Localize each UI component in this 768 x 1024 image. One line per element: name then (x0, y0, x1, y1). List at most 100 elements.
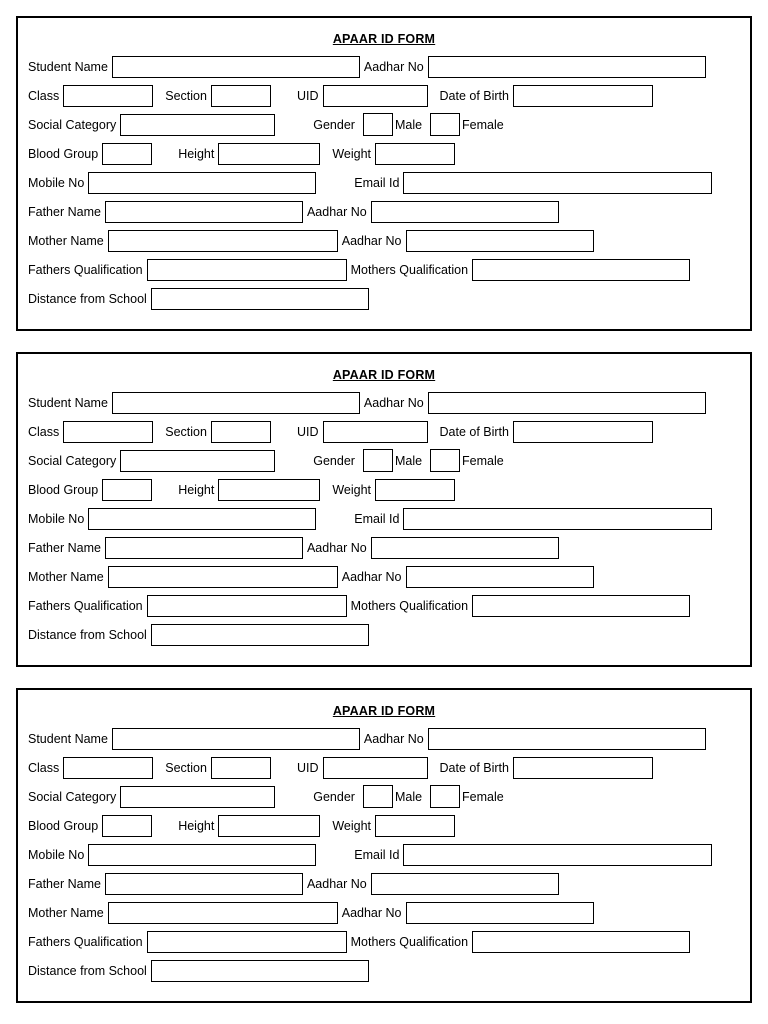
field-height[interactable] (218, 814, 321, 837)
field-student-name[interactable] (111, 727, 360, 750)
field-father-name[interactable] (104, 200, 303, 223)
field-uid[interactable] (322, 84, 428, 107)
checkbox-gender-female[interactable] (430, 785, 461, 808)
field-class[interactable] (63, 756, 154, 779)
field-mobile-no[interactable] (88, 843, 317, 866)
label-height: Height (178, 482, 215, 497)
field-student-name[interactable] (111, 55, 360, 78)
row-social-category-gender: Social Category Gender Male Female (28, 446, 740, 475)
field-mother-aadhar-no[interactable] (405, 565, 594, 588)
label-distance-from-school: Distance from School (28, 291, 147, 306)
label-father-aadhar-no: Aadhar No (306, 204, 367, 219)
label-father-name: Father Name (28, 876, 101, 891)
label-male: Male (394, 453, 423, 468)
field-email-id[interactable] (403, 171, 713, 194)
label-class: Class (28, 88, 60, 103)
field-mother-name[interactable] (107, 565, 338, 588)
row-distance-from-school: Distance from School (28, 284, 740, 313)
label-male: Male (394, 117, 423, 132)
field-mother-aadhar-no[interactable] (405, 229, 594, 252)
field-blood-group[interactable] (102, 142, 153, 165)
field-weight[interactable] (375, 814, 456, 837)
field-blood-group[interactable] (102, 478, 153, 501)
label-mother-name: Mother Name (28, 905, 104, 920)
page-title: APAAR ID FORM (332, 704, 436, 718)
field-mothers-qualification[interactable] (472, 594, 691, 617)
apaar-form-copy-3: APAAR ID FORM Student Name Aadhar No Cla… (16, 688, 752, 1003)
label-uid: UID (296, 424, 319, 439)
field-fathers-qualification[interactable] (146, 258, 347, 281)
checkbox-gender-male[interactable] (362, 449, 393, 472)
field-weight[interactable] (375, 142, 456, 165)
row-mother-name: Mother Name Aadhar No (28, 226, 740, 255)
field-mobile-no[interactable] (88, 171, 317, 194)
field-social-category[interactable] (120, 785, 276, 808)
field-mother-aadhar-no[interactable] (405, 901, 594, 924)
field-fathers-qualification[interactable] (146, 930, 347, 953)
label-female: Female (462, 117, 504, 132)
field-distance-from-school[interactable] (150, 287, 369, 310)
label-fathers-qualification: Fathers Qualification (28, 934, 143, 949)
field-class[interactable] (63, 420, 154, 443)
field-father-aadhar-no[interactable] (370, 536, 559, 559)
field-father-aadhar-no[interactable] (370, 200, 559, 223)
checkbox-gender-male[interactable] (362, 785, 393, 808)
field-social-category[interactable] (120, 449, 276, 472)
label-uid: UID (296, 88, 319, 103)
checkbox-gender-male[interactable] (362, 113, 393, 136)
field-mothers-qualification[interactable] (472, 258, 691, 281)
field-father-aadhar-no[interactable] (370, 872, 559, 895)
field-distance-from-school[interactable] (150, 959, 369, 982)
row-class-section-uid-dob: Class Section UID Date of Birth (28, 81, 740, 110)
field-father-name[interactable] (104, 872, 303, 895)
field-uid[interactable] (322, 420, 428, 443)
row-blood-height-weight: Blood Group Height Weight (28, 811, 740, 840)
field-class[interactable] (63, 84, 154, 107)
row-social-category-gender: Social Category Gender Male Female (28, 782, 740, 811)
field-aadhar-no[interactable] (427, 391, 706, 414)
field-section[interactable] (210, 756, 271, 779)
label-student-name: Student Name (28, 731, 108, 746)
field-blood-group[interactable] (102, 814, 153, 837)
field-mobile-no[interactable] (88, 507, 317, 530)
field-social-category[interactable] (120, 113, 276, 136)
field-fathers-qualification[interactable] (146, 594, 347, 617)
label-mothers-qualification: Mothers Qualification (350, 262, 469, 277)
label-father-name: Father Name (28, 204, 101, 219)
field-section[interactable] (210, 420, 271, 443)
field-aadhar-no[interactable] (427, 727, 706, 750)
label-aadhar-no: Aadhar No (363, 395, 424, 410)
label-father-aadhar-no: Aadhar No (306, 876, 367, 891)
row-student-name: Student Name Aadhar No (28, 52, 740, 81)
field-aadhar-no[interactable] (427, 55, 706, 78)
row-mobile-email: Mobile No Email Id (28, 840, 740, 869)
label-social-category: Social Category (28, 453, 117, 468)
field-mother-name[interactable] (107, 229, 338, 252)
field-mother-name[interactable] (107, 901, 338, 924)
checkbox-gender-female[interactable] (430, 449, 461, 472)
label-class: Class (28, 760, 60, 775)
field-date-of-birth[interactable] (512, 420, 653, 443)
label-father-name: Father Name (28, 540, 101, 555)
field-mothers-qualification[interactable] (472, 930, 691, 953)
row-distance-from-school: Distance from School (28, 956, 740, 985)
field-father-name[interactable] (104, 536, 303, 559)
field-height[interactable] (218, 142, 321, 165)
checkbox-gender-female[interactable] (430, 113, 461, 136)
field-section[interactable] (210, 84, 271, 107)
label-social-category: Social Category (28, 117, 117, 132)
label-uid: UID (296, 760, 319, 775)
field-distance-from-school[interactable] (150, 623, 369, 646)
row-class-section-uid-dob: Class Section UID Date of Birth (28, 753, 740, 782)
field-email-id[interactable] (403, 843, 713, 866)
row-qualifications: Fathers Qualification Mothers Qualificat… (28, 591, 740, 620)
label-date-of-birth: Date of Birth (439, 88, 509, 103)
field-height[interactable] (218, 478, 321, 501)
field-weight[interactable] (375, 478, 456, 501)
field-uid[interactable] (322, 756, 428, 779)
field-date-of-birth[interactable] (512, 756, 653, 779)
field-student-name[interactable] (111, 391, 360, 414)
label-email-id: Email Id (354, 511, 400, 526)
field-email-id[interactable] (403, 507, 713, 530)
field-date-of-birth[interactable] (512, 84, 653, 107)
